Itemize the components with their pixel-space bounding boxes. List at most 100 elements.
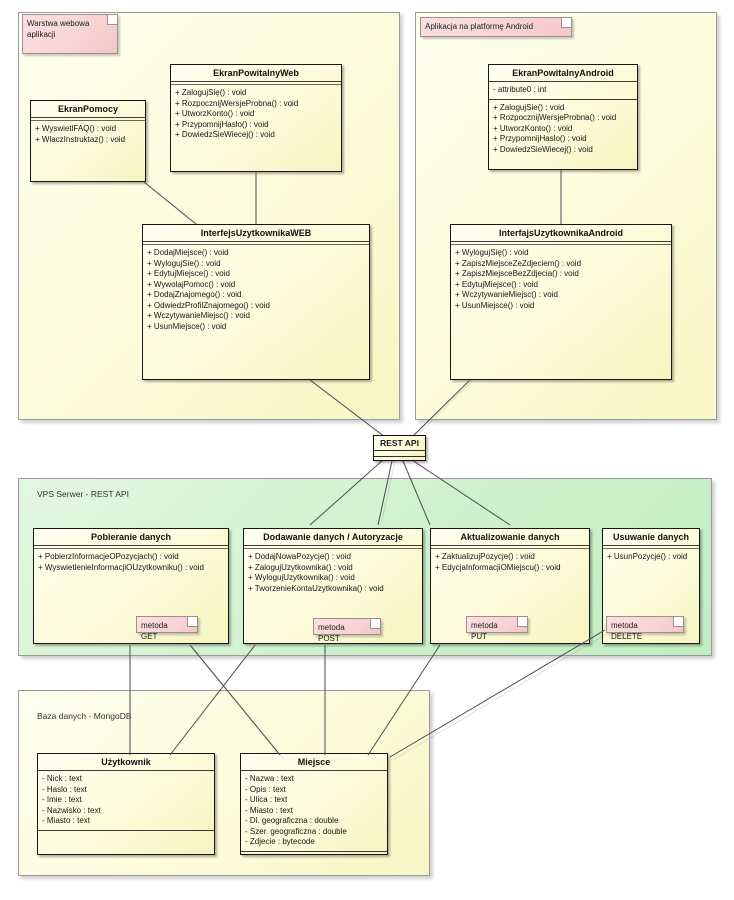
- class-attributes: - Nick : text - Haslo : text - Imie : te…: [38, 771, 214, 831]
- class-ekran-powitalny-web[interactable]: EkranPowitalnyWeb + ZalogujSię() : void …: [170, 64, 342, 172]
- class-operations: [38, 831, 214, 837]
- note-web-layer: Warstwa webowa aplikacji: [22, 14, 118, 54]
- operation-row: + PrzypomnijHaslo() : void: [175, 119, 269, 129]
- class-pobieranie-danych[interactable]: Pobieranie danych + PobierzInformacjeOPo…: [33, 528, 229, 644]
- operation-row: + EdytujMiejsce() : void: [147, 269, 230, 278]
- operation-row: + WylogujSie() : void: [147, 258, 221, 268]
- attribute-row: - attribute0 : int: [493, 85, 547, 94]
- operation-row: + WyswietlFAQ() : void: [35, 124, 117, 133]
- class-title: Użytkownik: [38, 754, 214, 771]
- note-fold-icon: [187, 617, 197, 627]
- operation-row: + WylogujUzytkownika() : void: [248, 573, 355, 582]
- class-ekran-powitalny-android[interactable]: EkranPowitalnyAndroid - attribute0 : int…: [488, 64, 638, 170]
- attribute-row: - Szer. geograficzna : double: [245, 826, 347, 836]
- class-operations: + DodajMiejsce() : void + WylogujSie() :…: [143, 245, 369, 335]
- note-metoda-get: metoda GET: [136, 616, 198, 641]
- operation-row: + ZalogujSie() : void: [493, 102, 565, 112]
- class-interfejs-uzytkownika-android[interactable]: InterfajsUzytkownikaAndroid + WylogujSię…: [450, 224, 672, 380]
- class-attributes: - attribute0 : int: [489, 82, 637, 100]
- operation-row: + PrzypomnijHaslo() : void: [493, 134, 587, 143]
- class-operations: + ZalogujSie() : void + RozpocznijWersje…: [489, 100, 637, 159]
- operation-row: + UsunPozycje() : void: [607, 552, 688, 561]
- attribute-row: - Miasto : text: [245, 805, 294, 815]
- class-title: EkranPomocy: [31, 101, 145, 118]
- note-fold-icon: [561, 18, 571, 28]
- operation-row: + TworzenieKontaUzytkownika() : void: [248, 583, 384, 593]
- operation-row: + RozpocznijWersjeProbna() : void: [175, 98, 299, 108]
- class-title: Dodawanie danych / Autoryzacje: [244, 529, 422, 546]
- node-rest-api-title: REST API: [374, 436, 425, 451]
- operation-row: + WywolajPomoc() : void: [147, 279, 236, 289]
- class-operations: + DodajNowaPozycje() : void + ZalogujUzy…: [244, 549, 422, 597]
- attribute-row: - Nazwa : text: [245, 774, 294, 783]
- class-operations: + ZaktualizujPozycje() : void + EdycjaIn…: [431, 549, 589, 576]
- class-separator: [244, 546, 422, 549]
- class-interfejs-uzytkownika-web[interactable]: InterfejsUzytkownikaWEB + DodajMiejsce()…: [142, 224, 370, 380]
- class-uzytkownik[interactable]: Użytkownik - Nick : text - Haslo : text …: [37, 753, 215, 855]
- operation-row: + EdytujMiejsce() : void: [455, 279, 538, 289]
- note-metoda-get-text: metoda GET: [141, 621, 168, 641]
- class-attributes: - Nazwa : text - Opis : text - Ulica : t…: [241, 771, 387, 852]
- attribute-row: - Dl. geograficzna : double: [245, 816, 339, 825]
- note-fold-icon: [673, 617, 683, 627]
- class-operations: + UsunPozycje() : void: [603, 549, 699, 566]
- attribute-row: - Haslo : text: [42, 784, 87, 794]
- class-ekran-pomocy[interactable]: EkranPomocy + WyswietlFAQ() : void + Wla…: [30, 100, 146, 182]
- package-vps-server-label: VPS Serwer - REST API: [37, 489, 129, 499]
- note-metoda-put-text: metoda PUT: [471, 621, 498, 641]
- note-android-app-text: Aplikacja na platformę Android: [425, 22, 534, 31]
- note-metoda-delete: metoda DELETE: [606, 616, 684, 641]
- class-operations: [241, 852, 387, 855]
- class-operations: + WyswietlFAQ() : void + WlaczInstruktaz…: [31, 121, 145, 148]
- operation-row: + WlaczInstruktaz() : void: [35, 134, 126, 144]
- note-web-layer-line2: aplikacji: [27, 30, 56, 39]
- node-strip: [374, 451, 425, 457]
- note-fold-icon: [370, 619, 380, 629]
- operation-row: + ZalogujSię() : void: [175, 88, 247, 97]
- note-fold-icon: [517, 617, 527, 627]
- class-operations: + WylogujSię() : void + ZapiszMiejsceZeZ…: [451, 245, 671, 314]
- operation-row: + OdwiedzProfilZnajomego() : void: [147, 300, 270, 310]
- operation-row: + UtworzKonto() : void: [175, 109, 255, 118]
- class-title: Aktualizowanie danych: [431, 529, 589, 546]
- operation-row: + UsunMiejsce() : void: [147, 321, 227, 331]
- operation-row: + WylogujSię() : void: [455, 248, 529, 257]
- note-fold-icon: [107, 15, 117, 25]
- attribute-row: - Zdjecie : bytecode: [245, 837, 315, 846]
- attribute-row: - Ulica : text: [245, 795, 288, 804]
- operation-row: + RozpocznijWersjeProbna() : void: [493, 113, 617, 122]
- class-operations: + ZalogujSię() : void + RozpocznijWersje…: [171, 85, 341, 144]
- operation-row: + ZalogujUzytkownika() : void: [248, 562, 353, 572]
- note-android-app: Aplikacja na platformę Android: [420, 17, 572, 37]
- class-separator: [171, 82, 341, 85]
- attribute-row: - Nazwisko : text: [42, 805, 101, 815]
- operation-row: + WyswietlenieInformacjiOUzytkowniku() :…: [38, 562, 204, 572]
- class-separator: [603, 546, 699, 549]
- class-separator: [34, 546, 228, 549]
- operation-row: + PobierzInformacjeOPozycjach() : void: [38, 552, 179, 561]
- class-miejsce[interactable]: Miejsce - Nazwa : text - Opis : text - U…: [240, 753, 388, 855]
- operation-row: + DowiedzSieWiecej() : void: [175, 130, 275, 139]
- class-title: EkranPowitalnyAndroid: [489, 65, 637, 82]
- operation-row: + ZapiszMiejsceBezZdjecia() : void: [455, 269, 579, 278]
- class-separator: [431, 546, 589, 549]
- operation-row: + DodajNowaPozycje() : void: [248, 552, 351, 561]
- note-metoda-delete-text: metoda DELETE: [611, 621, 643, 641]
- class-title: Usuwanie danych: [603, 529, 699, 546]
- operation-row: + DodajMiejsce() : void: [147, 248, 229, 257]
- attribute-row: - Imie : text: [42, 795, 82, 804]
- operation-row: + EdycjaInformacjiOMiejscu() : void: [435, 562, 561, 572]
- note-metoda-put: metoda PUT: [466, 616, 528, 641]
- class-title: InterfejsUzytkownikaWEB: [143, 225, 369, 242]
- attribute-row: - Miasto : text: [42, 816, 91, 825]
- note-metoda-post: metoda POST: [313, 618, 381, 643]
- node-strip: [374, 457, 425, 463]
- class-title: Miejsce: [241, 754, 387, 771]
- operation-row: + DodajZnajomego() : void: [147, 290, 242, 299]
- note-web-layer-line1: Warstwa webowa: [27, 19, 90, 28]
- class-title: EkranPowitalnyWeb: [171, 65, 341, 82]
- class-separator: [143, 242, 369, 245]
- node-rest-api[interactable]: REST API: [373, 435, 426, 461]
- attribute-row: - Nick : text: [42, 774, 83, 783]
